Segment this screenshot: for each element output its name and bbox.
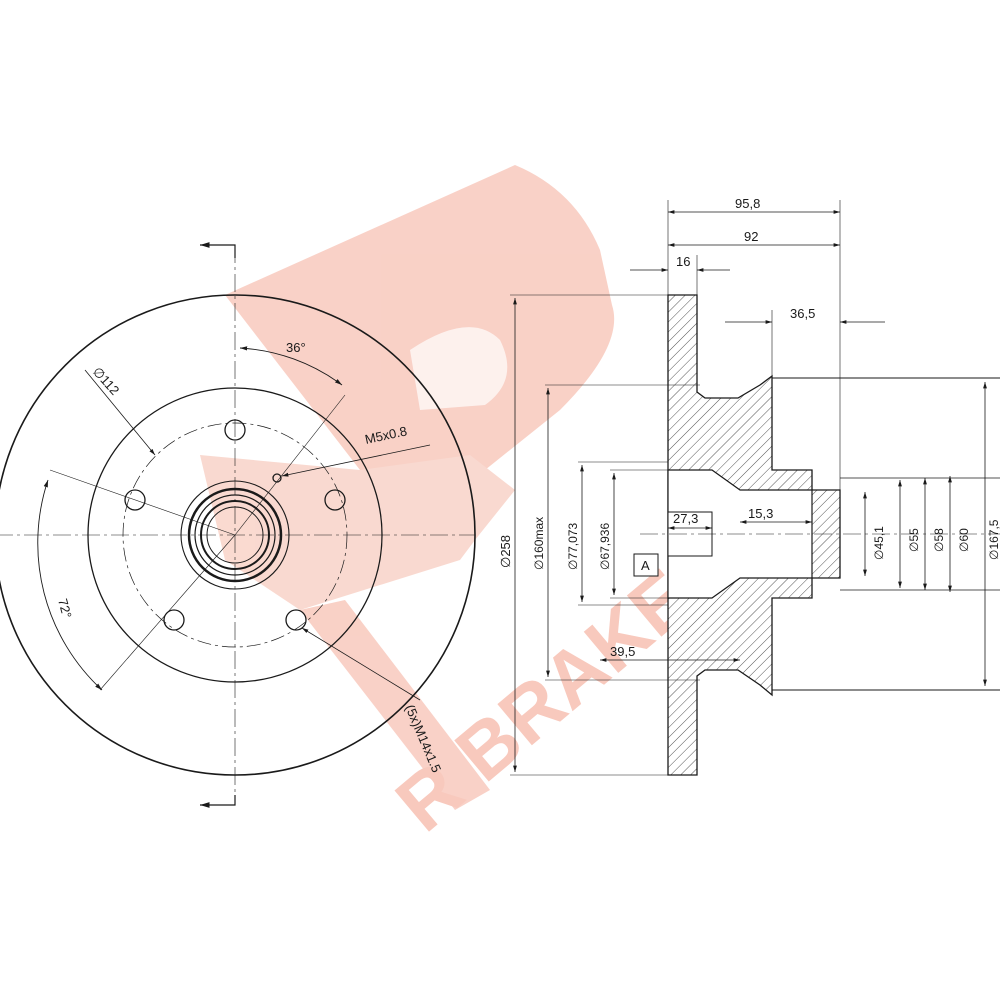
dia-55-label: ∅55 bbox=[907, 528, 921, 552]
extension-lines bbox=[510, 200, 841, 776]
datum-box bbox=[633, 553, 659, 577]
angle-arc-36 bbox=[239, 346, 343, 386]
dia-60-label: ∅60 bbox=[957, 528, 971, 552]
bolt-hole bbox=[324, 489, 346, 511]
bolt-hole bbox=[285, 609, 307, 631]
dim-27-3-label: 27,3 bbox=[673, 511, 698, 526]
datum-label: A bbox=[641, 558, 650, 573]
thickness-16-label: 16 bbox=[676, 254, 690, 269]
section-marker-top bbox=[200, 242, 236, 258]
section-marker-bottom bbox=[200, 795, 236, 808]
dia-58-label: ∅58 bbox=[932, 528, 946, 552]
angle-36-label: 36° bbox=[286, 340, 306, 355]
dia-67-936-label: ∅67,936 bbox=[598, 523, 612, 570]
pcd-leader bbox=[84, 369, 156, 456]
vertical-dimensions bbox=[513, 298, 987, 772]
angle-arc-72 bbox=[37, 479, 103, 691]
radial-line bbox=[234, 394, 346, 536]
bolt-hole bbox=[124, 489, 146, 511]
bolt-holes bbox=[124, 419, 346, 631]
dim-15-3-label: 15,3 bbox=[748, 506, 773, 521]
dia-77-073-label: ∅77,073 bbox=[566, 523, 580, 570]
dia-45-1-label: ∅45,1 bbox=[872, 526, 886, 560]
pcd-label: ∅112 bbox=[90, 364, 123, 398]
front-view bbox=[0, 242, 476, 808]
dim-39-5-label: 39,5 bbox=[610, 644, 635, 659]
m5-leader bbox=[281, 444, 431, 477]
dia-258-label: ∅258 bbox=[498, 535, 513, 568]
bolt-leader bbox=[301, 627, 421, 701]
section-view bbox=[510, 200, 1000, 776]
watermark-logo: R BRAKE bbox=[200, 165, 708, 848]
angle-72-label: 72° bbox=[55, 597, 75, 620]
width-92-label: 92 bbox=[744, 229, 758, 244]
horizontal-dimensions bbox=[600, 210, 885, 662]
dia-167-5-label: ∅167,5 bbox=[987, 519, 1000, 560]
hub-36-5-label: 36,5 bbox=[790, 306, 815, 321]
dia-160max-label: ∅160max bbox=[532, 517, 546, 570]
bolt-hole bbox=[163, 609, 185, 631]
section-view-labels: 95,8 92 16 36,5 27,3 15,3 39,5 A ∅258 ∅1… bbox=[498, 196, 1000, 659]
bolt-hole bbox=[224, 419, 246, 441]
radial-line bbox=[99, 534, 236, 691]
width-overall-label: 95,8 bbox=[735, 196, 760, 211]
watermark-text: R BRAKE bbox=[379, 552, 708, 848]
